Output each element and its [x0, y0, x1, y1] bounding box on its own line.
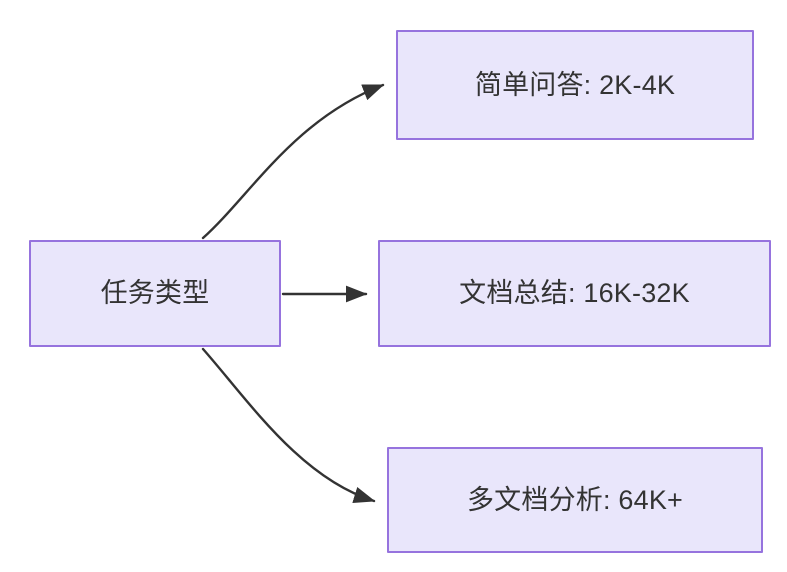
node-doc-sum[interactable]: 文档总结: 16K-32K [378, 240, 771, 347]
node-simple-qa-label: 简单问答: 2K-4K [474, 69, 676, 100]
node-root-label: 任务类型 [100, 278, 210, 309]
node-simple-qa[interactable]: 简单问答: 2K-4K [396, 30, 754, 140]
node-multi-doc-label: 多文档分析: 64K+ [466, 484, 683, 515]
node-multi-doc[interactable]: 多文档分析: 64K+ [387, 447, 763, 553]
node-doc-sum-label: 文档总结: 16K-32K [459, 278, 690, 309]
node-root[interactable]: 任务类型 [29, 240, 281, 347]
edge-root-simple-qa [201, 83, 385, 240]
edge-root-multi-doc [201, 347, 376, 504]
